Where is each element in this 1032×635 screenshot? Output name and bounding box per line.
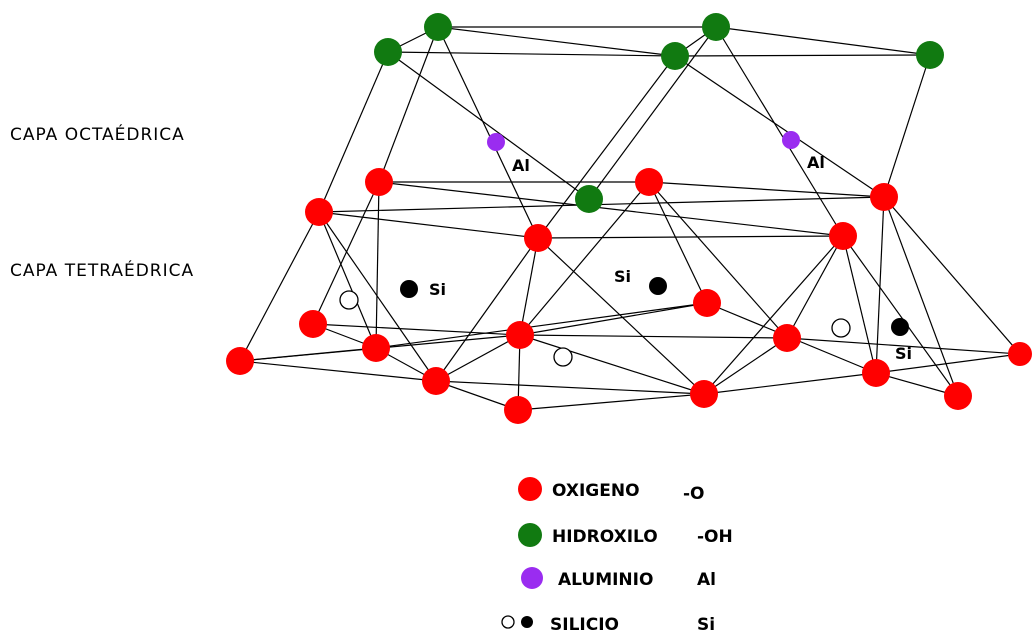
aluminum-label: Al xyxy=(512,156,530,175)
aluminum-atoms xyxy=(487,131,800,151)
oxygen-atom xyxy=(870,183,898,211)
legend-aluminum-swatch xyxy=(521,567,543,589)
legend-hydroxyl-symbol: -OH xyxy=(697,527,733,547)
aluminum-atom xyxy=(782,131,800,149)
legend-aluminum-symbol: Al xyxy=(697,570,716,590)
oxygen-atom xyxy=(1008,342,1032,366)
legend-silicon-symbol: Si xyxy=(697,615,715,635)
oxygen-atom xyxy=(506,321,534,349)
legend-oxygen-swatch xyxy=(518,477,542,501)
legend: OXIGENO -O HIDROXILO -OH ALUMINIO Al SIL… xyxy=(501,477,733,635)
silicon-label: Si xyxy=(429,280,446,299)
oxygen-atom xyxy=(504,396,532,424)
legend-aluminum-name: ALUMINIO xyxy=(558,570,653,590)
hydroxyl-atom xyxy=(374,38,402,66)
silicon-atom-filled xyxy=(649,277,667,295)
hydroxyl-atom xyxy=(661,42,689,70)
aluminum-atom xyxy=(487,133,505,151)
oxygen-atom xyxy=(690,380,718,408)
oxygen-atom xyxy=(422,367,450,395)
hydroxyl-atom xyxy=(916,41,944,69)
silicon-label: Si xyxy=(614,267,631,286)
silicon-atom-hollow xyxy=(553,347,573,367)
oxygen-atom xyxy=(365,168,393,196)
oxygen-atom xyxy=(862,359,890,387)
octahedral-layer-label: CAPA OCTAÉDRICA xyxy=(10,123,185,145)
silicon-atom-hollow xyxy=(339,290,359,310)
bond-lines xyxy=(239,26,1021,411)
legend-hydroxyl-name: HIDROXILO xyxy=(552,527,658,547)
silicon-label: Si xyxy=(895,344,912,363)
legend-hydroxyl-swatch xyxy=(518,523,542,547)
oxygen-atom xyxy=(829,222,857,250)
oxygen-atom xyxy=(635,168,663,196)
oxygen-atom xyxy=(693,289,721,317)
silicon-atoms xyxy=(339,277,909,367)
hydroxyl-atom xyxy=(575,185,603,213)
legend-silicon-filled-swatch xyxy=(521,616,533,628)
oxygen-atom xyxy=(944,382,972,410)
oxygen-atom xyxy=(305,198,333,226)
silicon-atom-filled xyxy=(891,318,909,336)
hydroxyl-atoms xyxy=(374,13,944,213)
hydroxyl-atom xyxy=(424,13,452,41)
oxygen-atom xyxy=(362,334,390,362)
oxygen-atoms xyxy=(226,168,1032,424)
oxygen-atom xyxy=(299,310,327,338)
oxygen-atom xyxy=(773,324,801,352)
legend-silicon-hollow-swatch xyxy=(501,615,515,629)
hydroxyl-atom xyxy=(702,13,730,41)
aluminum-label: Al xyxy=(807,153,825,172)
oxygen-atom xyxy=(524,224,552,252)
silicon-atom-hollow xyxy=(831,318,851,338)
legend-silicon-name: SILICIO xyxy=(550,615,619,635)
tetrahedral-layer-label: CAPA TETRAÉDRICA xyxy=(10,259,194,281)
silicon-atom-filled xyxy=(400,280,418,298)
legend-oxygen-symbol: -O xyxy=(683,484,705,504)
oxygen-atom xyxy=(226,347,254,375)
legend-oxygen-name: OXIGENO xyxy=(552,481,640,501)
